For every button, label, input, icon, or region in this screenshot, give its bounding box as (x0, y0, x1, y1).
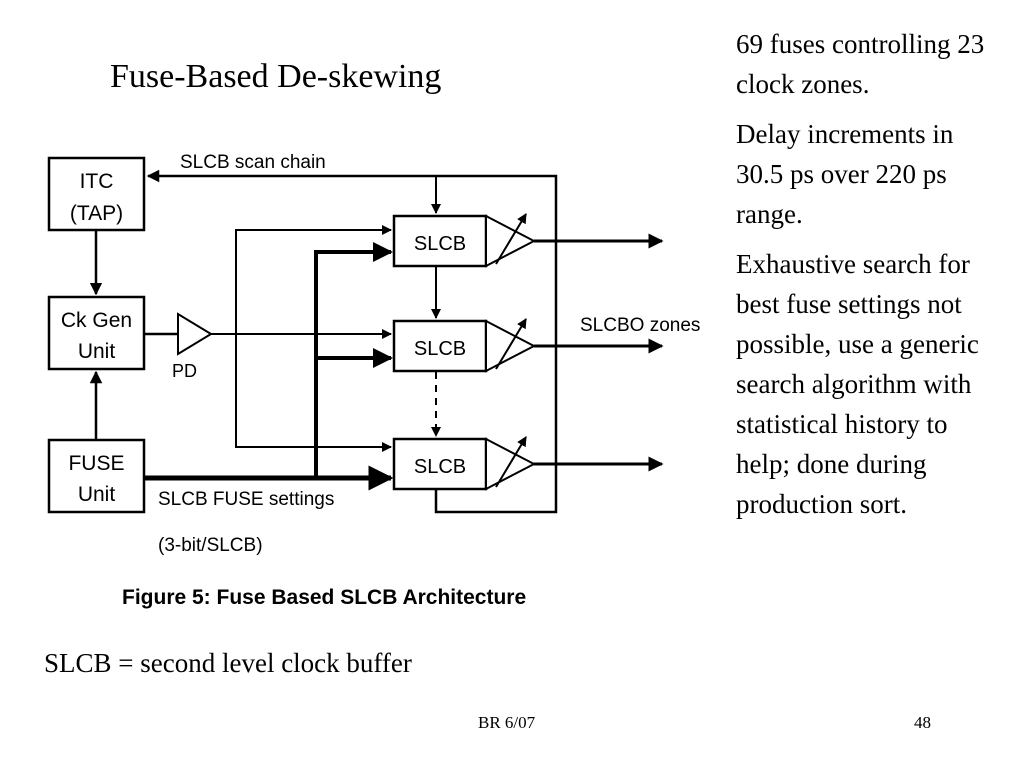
itc-sublabel: (TAP) (70, 202, 123, 225)
ckgen-block (47, 295, 146, 371)
itc-label: ITC (80, 170, 114, 193)
fuse-unit-label: FUSE (68, 452, 124, 475)
clock-to-slcb3 (235, 334, 392, 452)
fuse-bits-label: (3-bit/SLCB) (158, 535, 263, 556)
ckgen-sublabel: Unit (78, 340, 116, 363)
slcb-block-1 (392, 214, 488, 268)
itc-block (47, 156, 146, 232)
page-number: 48 (914, 713, 931, 732)
adjust-arrow-3 (495, 436, 527, 488)
ckgen-label: Ck Gen (61, 309, 132, 332)
slcb-label-1: SLCB (414, 233, 466, 255)
pd-label: PD (172, 361, 197, 381)
pd-buffer-icon (177, 312, 213, 356)
slide-title: Fuse-Based De-skewing (110, 58, 442, 95)
fuse-bus-to-slcb1 (314, 242, 393, 478)
slcb-label-3: SLCB (414, 456, 466, 478)
fuse-unit-sublabel: Unit (78, 483, 116, 506)
scan-chain-loop (146, 169, 558, 514)
footer-date: BR 6/07 (478, 713, 536, 732)
scan-chain-label: SLCB scan chain (180, 152, 326, 173)
bullet-list: 69 fuses controlling 23 clock zones. Del… (736, 24, 996, 534)
slcb-label-2: SLCB (414, 338, 466, 360)
adjust-arrow-1 (495, 213, 527, 265)
architecture-diagram: ITC (TAP) Ck Gen Unit FUSE Unit SLCB sca… (47, 152, 700, 609)
slcb-block-2 (392, 319, 488, 373)
bullet-search: Exhaustive search for best fuse settings… (736, 249, 979, 519)
bullet-fuses: 69 fuses controlling 23 clock zones. (736, 29, 985, 99)
zones-label: SLCBO zones (580, 315, 700, 336)
adjust-arrow-2 (495, 318, 527, 370)
fuse-unit-block (47, 438, 146, 514)
footnote: SLCB = second level clock buffer (44, 648, 412, 678)
figure-caption: Figure 5: Fuse Based SLCB Architecture (122, 586, 526, 609)
clock-to-slcb1 (235, 225, 392, 334)
bullet-delay: Delay increments in 30.5 ps over 220 ps … (736, 119, 954, 229)
fuse-settings-label: SLCB FUSE settings (158, 489, 334, 510)
